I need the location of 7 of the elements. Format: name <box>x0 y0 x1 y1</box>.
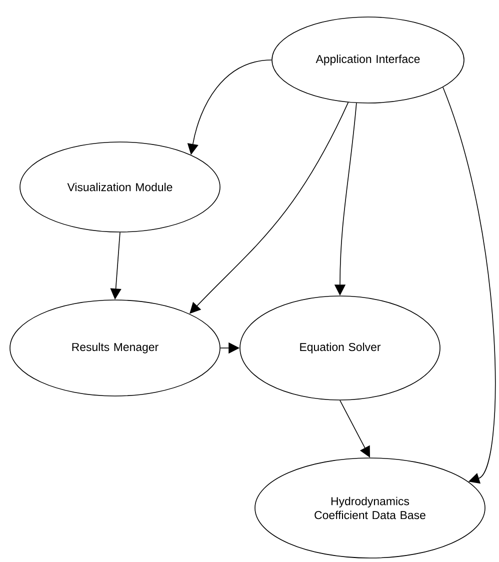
arrow <box>442 86 496 484</box>
arrow <box>190 102 349 314</box>
ellipse-node: Application Interface <box>272 16 464 104</box>
ellipse-node: Results Menager <box>10 300 220 396</box>
ellipse-node: Visualization Module <box>20 142 220 232</box>
ellipse-node: Hydrodynamics Coefficient Data Base <box>254 458 486 558</box>
ellipse-node: Equation Solver <box>240 296 440 400</box>
